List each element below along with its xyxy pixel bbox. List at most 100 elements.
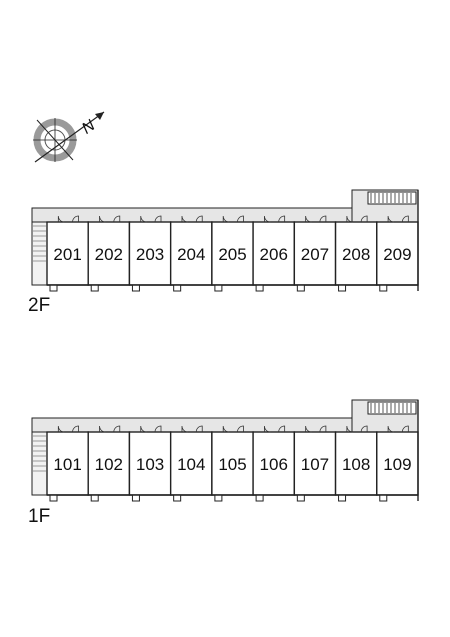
door-icon [113,215,121,223]
unit-108: 108 [334,425,378,502]
unit-104: 104 [169,425,213,502]
unit-box [334,221,378,286]
balcony-marker [90,284,99,292]
unit-204: 204 [169,215,213,292]
unit-101: 101 [46,425,89,502]
floor-label-2f: 2F [28,295,50,316]
staircase [367,401,417,415]
floor-label-1f: 1F [28,506,50,527]
unit-107: 107 [293,425,337,502]
unit-208: 208 [334,215,378,292]
unit-number: 201 [53,245,81,264]
door-icon [264,425,271,433]
door-icon [154,215,162,223]
unit-box [376,431,419,496]
unit-109: 109 [376,425,419,502]
door-icon [113,425,121,433]
unit-209: 209 [376,215,419,292]
unit-number: 206 [260,245,288,264]
door-icon [305,425,312,433]
unit-number: 108 [342,455,370,474]
balcony-marker [379,284,388,292]
door-icon [360,215,368,223]
door-icon [222,425,230,433]
floor-1f: 101 102 103 104 105 106 107 108 109 [31,399,419,502]
balcony-marker [379,494,388,502]
unit-box [46,431,89,496]
door-icon [72,215,79,223]
unit-box [376,221,419,286]
door-icon [72,425,79,433]
balcony-marker [131,494,140,502]
unit-102: 102 [87,425,131,502]
door-icon [140,215,147,223]
staircase [367,191,417,205]
unit-box [334,431,378,496]
door-icon [346,425,353,433]
door-icon [195,215,203,223]
balcony-marker [131,284,140,292]
door-icon [305,215,312,223]
unit-number: 104 [177,455,205,474]
door-icon [154,425,162,433]
unit-number: 107 [301,455,329,474]
unit-number: 103 [136,455,164,474]
door-icon [222,215,230,223]
unit-number: 102 [95,455,123,474]
unit-number: 204 [177,245,205,264]
door-icon [401,215,409,223]
unit-box [293,221,337,286]
door-icon [181,425,189,433]
unit-202: 202 [87,215,131,292]
door-icon [195,425,203,433]
balcony-marker [49,494,58,502]
balcony-marker [338,284,347,292]
door-icon [140,425,147,433]
door-icon [346,215,353,223]
unit-number: 109 [383,455,411,474]
unit-106: 106 [252,425,296,502]
unit-number: 106 [260,455,288,474]
unit-number: 205 [218,245,246,264]
unit-103: 103 [128,425,172,502]
unit-number: 209 [383,245,411,264]
balcony-marker [338,494,347,502]
door-icon [237,215,244,223]
door-icon [99,425,106,433]
door-icon [387,215,395,223]
unit-206: 206 [252,215,296,292]
unit-number: 207 [301,245,329,264]
balcony-marker [49,284,58,292]
door-icon [319,215,327,223]
door-icon [319,425,327,433]
north-arrow-compass-icon: N [33,111,105,163]
compass-north-label: N [79,117,99,138]
unit-207: 207 [293,215,337,292]
door-icon [401,425,409,433]
door-icon [387,425,395,433]
door-icon [181,215,189,223]
balcony-marker [255,284,264,292]
balcony-marker [296,284,305,292]
unit-box [252,431,296,496]
balcony-marker [90,494,99,502]
door-icon [360,425,368,433]
corridor [31,207,353,223]
unit-205: 205 [211,215,254,292]
door-icon [57,425,65,433]
door-icon [278,425,286,433]
door-icon [57,215,65,223]
balcony-marker [173,494,182,502]
unit-105: 105 [211,425,254,502]
floor-2f: 201 202 203 204 205 206 207 208 209 [31,189,419,292]
door-icon [264,215,271,223]
unit-number: 203 [136,245,164,264]
balcony-marker [173,284,182,292]
door-icon [237,425,244,433]
unit-203: 203 [128,215,172,292]
corridor [31,417,353,433]
door-icon [278,215,286,223]
balcony-marker [255,494,264,502]
balcony-marker [296,494,305,502]
